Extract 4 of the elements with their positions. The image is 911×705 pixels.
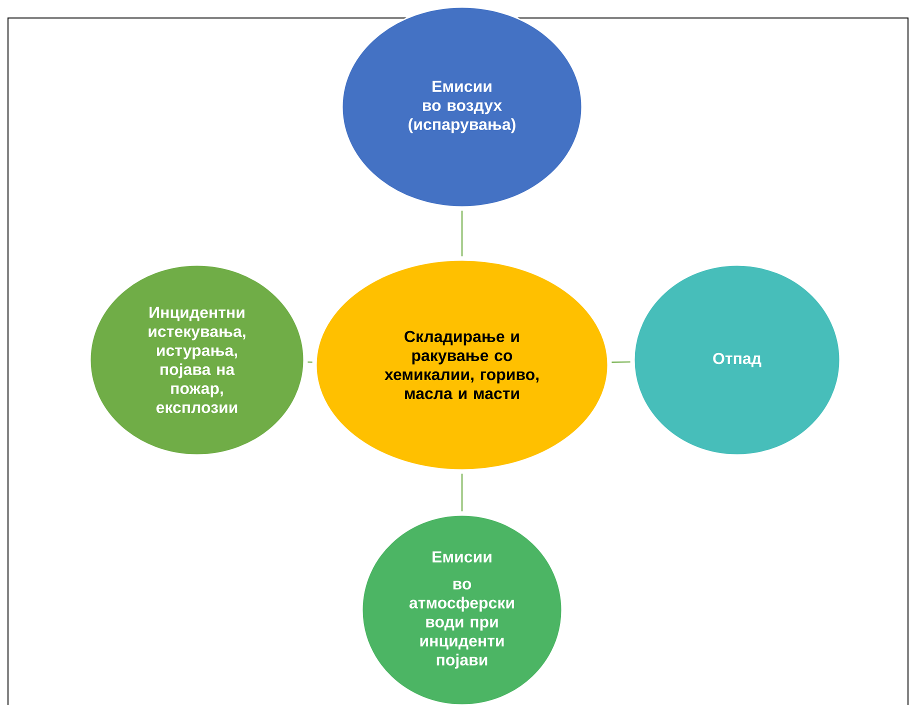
connector-line [461, 210, 463, 256]
connector-line [612, 361, 630, 363]
connector-line [461, 474, 463, 512]
connector-line [308, 361, 312, 363]
